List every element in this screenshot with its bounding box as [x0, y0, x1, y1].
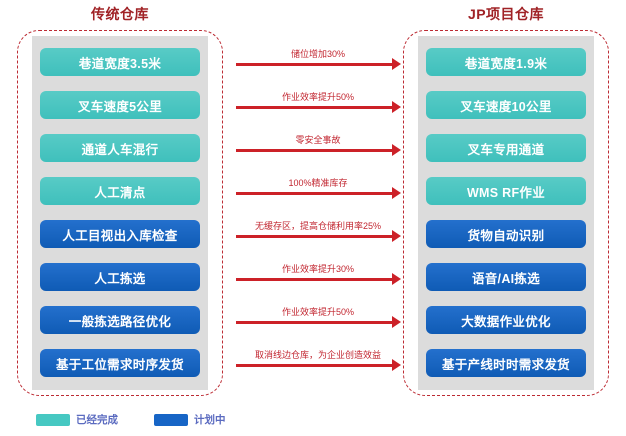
item-box[interactable]: 通道人车混行 [40, 134, 200, 162]
arrow-head-icon [392, 101, 401, 113]
legend-swatch [154, 413, 188, 426]
item-box[interactable]: 巷道宽度1.9米 [426, 48, 586, 76]
item-box[interactable]: 大数据作业优化 [426, 306, 586, 334]
arrow-line [236, 278, 394, 281]
item-box[interactable]: 叉车速度10公里 [426, 91, 586, 119]
arrow-row: 作业效率提升50% [232, 91, 404, 121]
arrow-head-icon [392, 144, 401, 156]
panel-background-right [418, 36, 594, 390]
legend-label: 已经完成 [76, 414, 118, 426]
arrow-label: 作业效率提升50% [281, 307, 354, 317]
item-box[interactable]: 人工清点 [40, 177, 200, 205]
item-box[interactable]: 货物自动识别 [426, 220, 586, 248]
legend-item: 已经完成 [36, 412, 118, 427]
item-box[interactable]: 叉车速度5公里 [40, 91, 200, 119]
arrow-row: 取消线边仓库，为企业创造效益 [232, 349, 404, 379]
panel-border-left [17, 30, 223, 396]
legend-swatch [36, 413, 70, 426]
arrow-label: 100%精准库存 [288, 178, 348, 188]
legend: 已经完成 计划中 [36, 412, 254, 427]
item-box[interactable]: 巷道宽度3.5米 [40, 48, 200, 76]
panel-background-left [32, 36, 208, 390]
item-box[interactable]: 叉车专用通道 [426, 134, 586, 162]
page-title-jp-warehouse: JP项目仓库 [467, 6, 545, 22]
item-box[interactable]: 人工拣选 [40, 263, 200, 291]
arrow-line [236, 235, 394, 238]
arrow-head-icon [392, 273, 401, 285]
arrow-label: 储位增加30% [290, 49, 345, 59]
arrow-line [236, 149, 394, 152]
page-title-traditional-warehouse: 传统仓库 [91, 6, 149, 22]
arrow-row: 储位增加30% [232, 48, 404, 78]
arrow-label: 无缓存区，提高仓储利用率25% [254, 221, 381, 231]
arrow-line [236, 63, 394, 66]
item-box[interactable]: WMS RF作业 [426, 177, 586, 205]
item-box[interactable]: 基于产线时时需求发货 [426, 349, 586, 377]
arrow-head-icon [392, 58, 401, 70]
arrow-label: 作业效率提升50% [281, 92, 354, 102]
arrow-label: 取消线边仓库，为企业创造效益 [254, 350, 381, 360]
legend-item: 计划中 [154, 412, 226, 427]
item-box[interactable]: 基于工位需求时序发货 [40, 349, 200, 377]
item-box[interactable]: 人工目视出入库检查 [40, 220, 200, 248]
arrow-head-icon [392, 187, 401, 199]
arrow-head-icon [392, 230, 401, 242]
arrow-row: 作业效率提升30% [232, 263, 404, 293]
arrow-line [236, 321, 394, 324]
arrow-row: 零安全事故 [232, 134, 404, 164]
arrow-line [236, 364, 394, 367]
arrow-row: 作业效率提升50% [232, 306, 404, 336]
panel-border-right [403, 30, 609, 396]
arrow-row: 无缓存区，提高仓储利用率25% [232, 220, 404, 250]
arrow-row: 100%精准库存 [232, 177, 404, 207]
item-box[interactable]: 一般拣选路径优化 [40, 306, 200, 334]
item-box[interactable]: 语音/AI拣选 [426, 263, 586, 291]
arrow-line [236, 192, 394, 195]
arrow-head-icon [392, 359, 401, 371]
arrow-line [236, 106, 394, 109]
arrow-head-icon [392, 316, 401, 328]
arrow-label: 作业效率提升30% [281, 264, 354, 274]
legend-label: 计划中 [194, 414, 226, 426]
arrow-label: 零安全事故 [295, 135, 341, 145]
